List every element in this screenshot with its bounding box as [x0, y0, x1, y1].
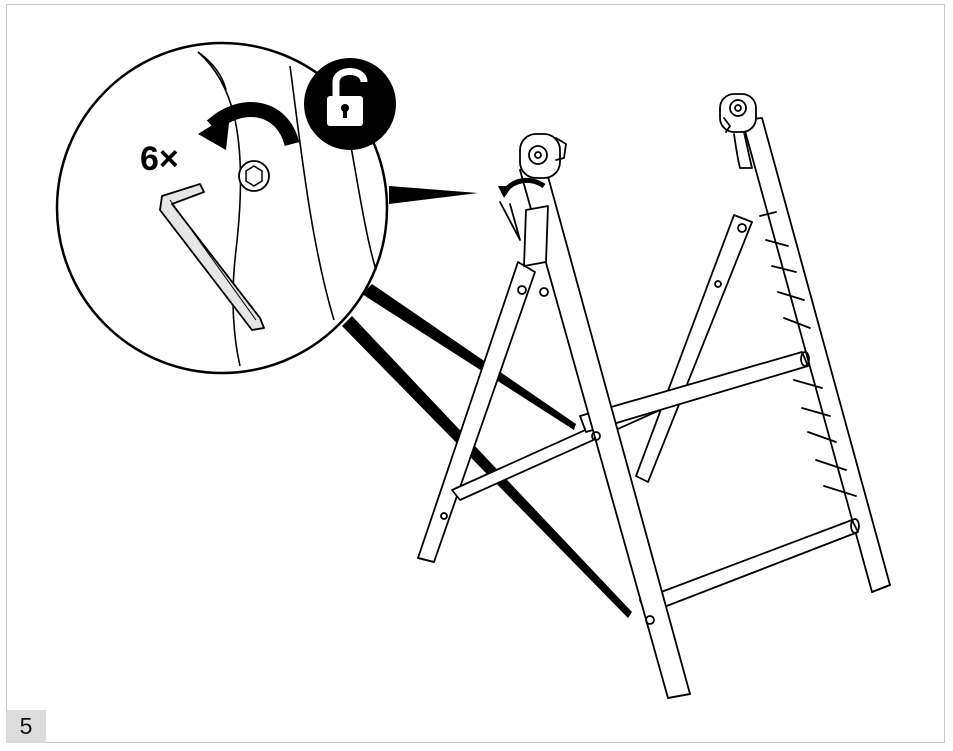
unlock-icon [304, 58, 396, 150]
callout-pointer-middle [362, 284, 576, 430]
hex-bolt-icon [238, 160, 270, 192]
rear-left-leg [417, 261, 536, 563]
allen-key-icon [159, 183, 265, 331]
detail-magnifier [55, 41, 389, 375]
callout-connectors [342, 186, 632, 618]
quantity-label: 6× [140, 140, 179, 178]
rotate-arrow-small-head [498, 186, 512, 198]
rotate-counterclockwise-icon [198, 102, 300, 150]
step-frame [6, 4, 945, 743]
right-pivot-head [719, 93, 757, 169]
lower-crossbar [639, 518, 860, 615]
step-number: 5 [6, 710, 46, 743]
stool-frame [417, 93, 891, 699]
callout-pointer-bottom [342, 316, 632, 618]
middle-crossbar [579, 351, 810, 433]
front-brace-arm [523, 205, 549, 267]
front-pivot-head [499, 133, 567, 241]
right-leg-with-ladder [635, 117, 891, 593]
callout-pointer-top [389, 186, 478, 204]
